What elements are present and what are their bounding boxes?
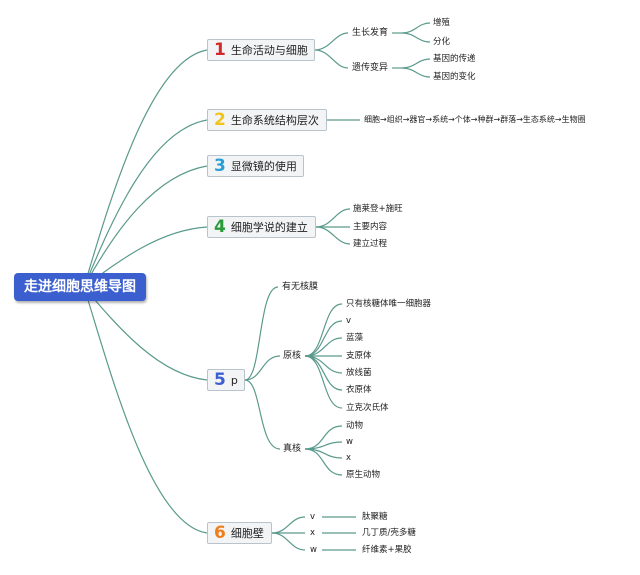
branch-2-number: 2 xyxy=(214,110,226,130)
eukaryote-item-2[interactable]: w xyxy=(346,437,353,447)
cell-wall-key-3[interactable]: w xyxy=(310,545,317,555)
cell-wall-key-2[interactable]: x xyxy=(310,528,316,538)
proliferation-node[interactable]: 增殖 xyxy=(433,18,451,28)
eukaryote-item-4[interactable]: 原生动物 xyxy=(346,470,381,480)
branch-2[interactable]: 2 生命系统结构层次 xyxy=(207,109,327,131)
growth-node[interactable]: 生长发育 xyxy=(352,28,389,38)
branch-5-label: p xyxy=(230,373,238,387)
branch-1-label: 生命活动与细胞 xyxy=(230,44,308,57)
eukaryote-item-3[interactable]: x xyxy=(346,453,352,463)
prokaryote-item-2[interactable]: v xyxy=(346,316,352,326)
branch-4[interactable]: 4 细胞学说的建立 xyxy=(207,216,316,238)
branch-4-number: 4 xyxy=(214,217,226,237)
prokaryote-node[interactable]: 原核 xyxy=(283,351,302,361)
cell-wall-key-1[interactable]: v xyxy=(310,512,316,522)
branch-1[interactable]: 1 生命活动与细胞 xyxy=(207,39,315,61)
root-topic[interactable]: 走进细胞思维导图 xyxy=(14,273,146,301)
branch-6[interactable]: 6 细胞壁 xyxy=(207,522,272,544)
branch-4-label: 细胞学说的建立 xyxy=(230,221,308,234)
prokaryote-item-6[interactable]: 衣原体 xyxy=(346,385,372,395)
branch-2-label: 生命系统结构层次 xyxy=(230,114,319,127)
cell-wall-value-1[interactable]: 肽聚糖 xyxy=(362,512,388,522)
branch-3-number: 3 xyxy=(214,156,226,176)
eukaryote-item-1[interactable]: 动物 xyxy=(346,421,364,431)
prokaryote-item-3[interactable]: 蓝藻 xyxy=(346,333,364,343)
establishment-process-node[interactable]: 建立过程 xyxy=(353,239,388,249)
prokaryote-item-1[interactable]: 只有核糖体唯一细胞器 xyxy=(346,299,432,309)
hierarchy-chain[interactable]: 细胞→组织→器官→系统→个体→种群→群落→生态系统→生物圈 xyxy=(364,115,586,124)
prokaryote-item-4[interactable]: 支原体 xyxy=(346,351,372,361)
branch-6-number: 6 xyxy=(214,523,226,543)
branch-1-number: 1 xyxy=(214,40,226,60)
branch-5-number: 5 xyxy=(214,370,226,390)
cell-wall-value-2[interactable]: 几丁质/壳多糖 xyxy=(362,528,416,538)
eukaryote-node[interactable]: 真核 xyxy=(283,444,302,454)
main-content-node[interactable]: 主要内容 xyxy=(353,222,388,232)
branch-3[interactable]: 3 显微镜的使用 xyxy=(207,155,304,177)
prokaryote-item-7[interactable]: 立克次氏体 xyxy=(346,403,389,413)
gene-transmission-node[interactable]: 基因的传递 xyxy=(433,54,476,64)
nuclear-membrane-node[interactable]: 有无核膜 xyxy=(282,282,319,292)
branch-6-label: 细胞壁 xyxy=(230,527,264,540)
gene-variation-node[interactable]: 基因的变化 xyxy=(433,72,476,82)
branch-3-label: 显微镜的使用 xyxy=(230,160,297,173)
heredity-node[interactable]: 遗传变异 xyxy=(352,63,389,73)
prokaryote-item-5[interactable]: 放线菌 xyxy=(346,368,372,378)
differentiation-node[interactable]: 分化 xyxy=(433,37,451,47)
cell-wall-value-3[interactable]: 纤维素+果胶 xyxy=(362,545,412,555)
branch-5[interactable]: 5 p xyxy=(207,369,245,391)
schleiden-schwann-node[interactable]: 施莱登+施旺 xyxy=(353,204,403,214)
